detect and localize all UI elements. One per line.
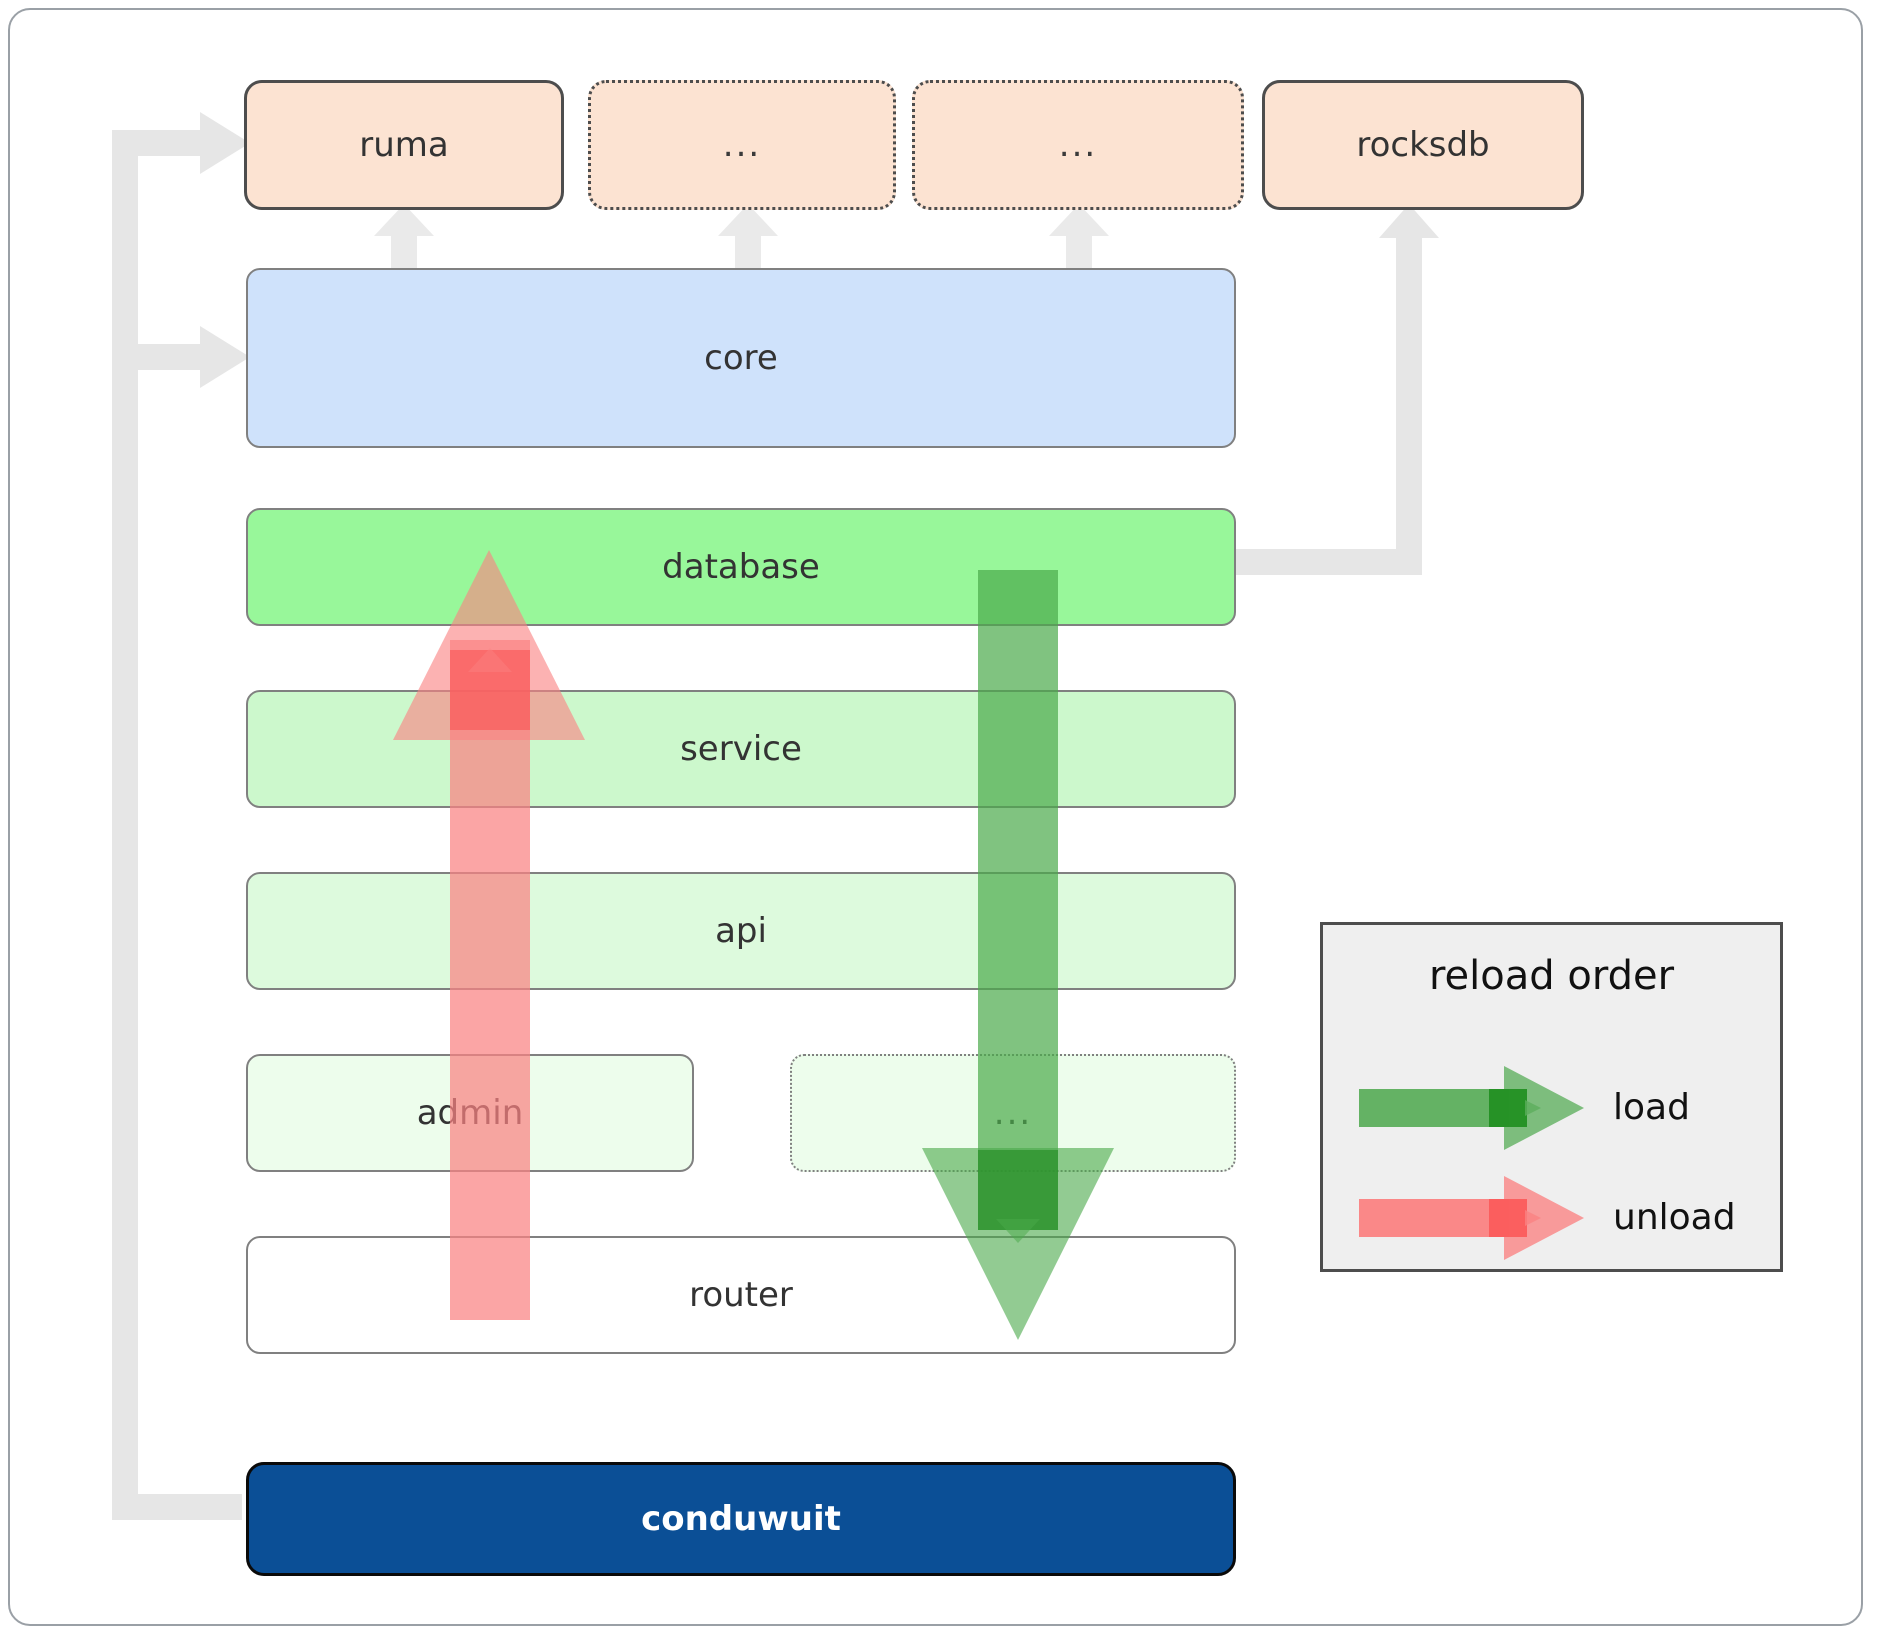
node-dep-dots-1[interactable]: ... <box>588 80 896 210</box>
legend-load-label: load <box>1613 1087 1690 1128</box>
node-router[interactable]: router <box>246 1236 1236 1354</box>
node-core-label: core <box>704 338 778 378</box>
node-ruma-label: ruma <box>359 125 449 165</box>
node-service[interactable]: service <box>246 690 1236 808</box>
legend-unload-arrow-icon <box>1359 1176 1584 1260</box>
node-conduwuit-label: conduwuit <box>641 1499 841 1539</box>
connector-core-to-dep-dots-2 <box>1049 204 1109 275</box>
connector-database-to-rocksdb <box>1230 204 1439 575</box>
legend-load-arrow-icon <box>1359 1066 1584 1150</box>
legend-row-unload: unload <box>1323 1175 1780 1265</box>
node-dep-dots-2[interactable]: ... <box>912 80 1244 210</box>
node-admin-label: admin <box>416 1093 524 1133</box>
node-ruma[interactable]: ruma <box>244 80 564 210</box>
node-dep-dots-2-label: ... <box>1058 125 1098 165</box>
node-api[interactable]: api <box>246 872 1236 990</box>
node-rocksdb[interactable]: rocksdb <box>1262 80 1584 210</box>
legend-row-load: load <box>1323 1065 1780 1155</box>
node-api-label: api <box>715 911 767 951</box>
connector-conduwuit-to-deps <box>112 112 250 1520</box>
node-service-label: service <box>680 729 802 769</box>
legend-unload-label: unload <box>1613 1197 1736 1238</box>
connector-core-to-ruma <box>374 204 434 275</box>
legend-title: reload order <box>1428 953 1675 999</box>
node-rocksdb-label: rocksdb <box>1356 125 1490 165</box>
node-core[interactable]: core <box>246 268 1236 448</box>
node-database-label: database <box>662 547 820 587</box>
node-layer-dots[interactable]: ... <box>790 1054 1236 1172</box>
node-database[interactable]: database <box>246 508 1236 626</box>
node-conduwuit[interactable]: conduwuit <box>246 1462 1236 1576</box>
node-layer-dots-label: ... <box>993 1093 1033 1133</box>
node-admin[interactable]: admin <box>246 1054 694 1172</box>
legend-box: reload order load unload <box>1320 922 1783 1272</box>
node-router-label: router <box>689 1275 793 1315</box>
node-dep-dots-1-label: ... <box>722 125 762 165</box>
connector-core-to-dep-dots-1 <box>718 204 778 275</box>
